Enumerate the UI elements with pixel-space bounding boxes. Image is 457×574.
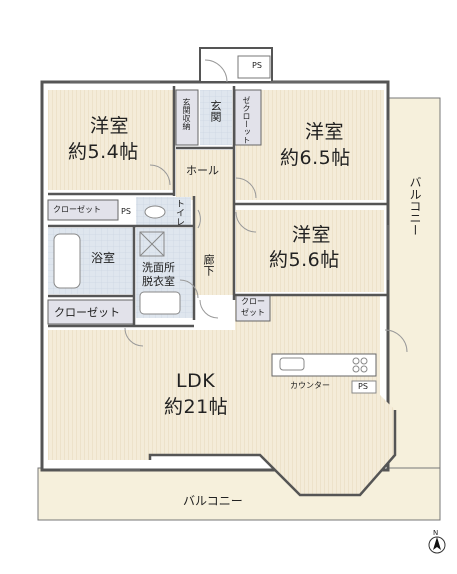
room-size-ldk: 約21帖 xyxy=(164,396,229,418)
room-label-bath: 浴室 xyxy=(91,251,116,265)
room-label-washroom-1: 洗面所 xyxy=(142,261,175,274)
bathtub xyxy=(53,233,81,289)
label-closet-s-2: ゼット xyxy=(241,308,265,317)
toilet-bowl xyxy=(144,205,166,219)
room-name-western-b: 洋室 xyxy=(305,121,345,143)
label-balcony-bottom: バルコニー xyxy=(183,494,243,508)
corridor-floor xyxy=(195,200,235,295)
room-size-western-b: 約6.5帖 xyxy=(280,147,351,169)
label-wic: ゼクローット xyxy=(242,96,251,144)
wic-box xyxy=(234,89,262,146)
closet-s-box xyxy=(235,294,271,322)
entrance-storage-box xyxy=(175,89,199,146)
room-label-washroom-2: 脱衣室 xyxy=(142,275,175,288)
room-size-western-a: 約5.4帖 xyxy=(68,141,139,163)
label-ps-mid: PS xyxy=(121,207,131,216)
label-ps-counter: PS xyxy=(358,382,368,391)
room-label-hall: ホール xyxy=(186,164,219,177)
room-label-entrance: 玄関 xyxy=(209,100,222,122)
room-name-western-c: 洋室 xyxy=(292,224,332,246)
label-closet-w: クローゼット xyxy=(53,205,101,214)
wash-basin xyxy=(139,291,181,315)
balcony-right-area xyxy=(387,97,441,521)
label-ps-top: PS xyxy=(252,61,262,70)
western-room-c-floor xyxy=(236,210,384,292)
closet-w-box xyxy=(47,199,119,221)
room-size-western-c: 約5.6帖 xyxy=(269,249,340,271)
room-label-toilet: トイレ xyxy=(174,199,184,226)
western-room-a-floor xyxy=(48,90,173,190)
label-closet-s-1: クロー xyxy=(241,297,265,306)
room-label-corridor: 廊下 xyxy=(202,254,215,276)
label-balcony-right: バルコニー xyxy=(408,176,422,236)
north-arrow-icon xyxy=(428,536,446,554)
compass-north-label: N xyxy=(433,529,439,537)
entrance-floor xyxy=(200,90,232,145)
hall-floor xyxy=(176,150,234,200)
label-counter: カウンター xyxy=(290,381,330,390)
label-entrance-storage: 玄関収納 xyxy=(182,98,191,130)
label-closet-l: クローゼット xyxy=(54,306,120,319)
room-name-ldk: LDK xyxy=(176,370,216,392)
ldk-floor xyxy=(48,295,395,495)
room-name-western-a: 洋室 xyxy=(90,115,130,137)
